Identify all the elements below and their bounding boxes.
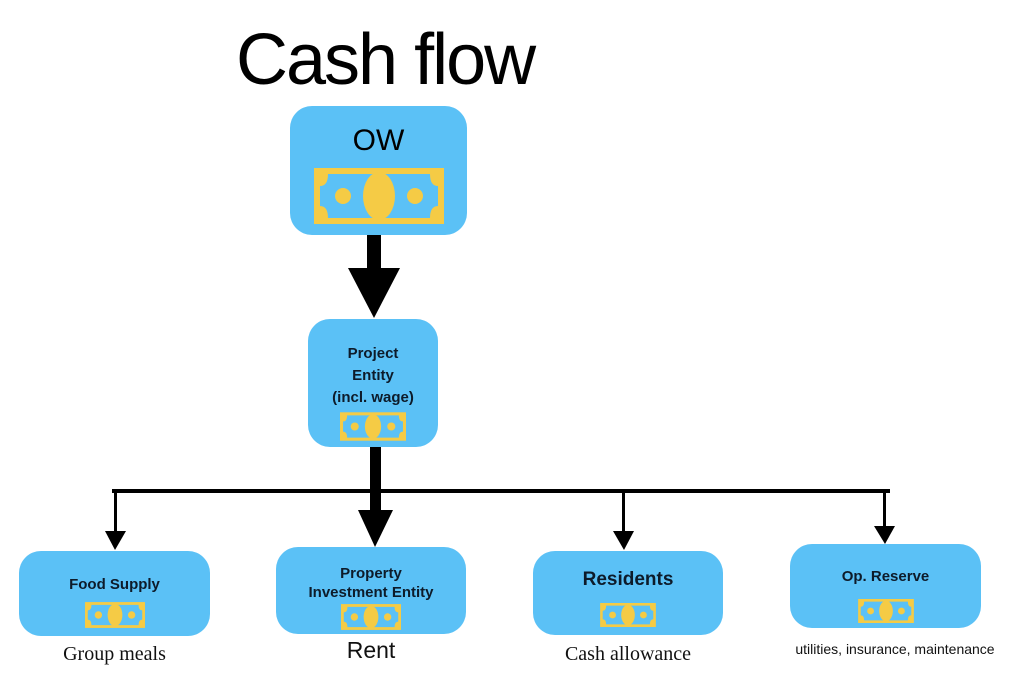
money-bill-icon	[314, 168, 444, 224]
money-bill-icon	[341, 604, 401, 630]
node-property-investment-entity[interactable]: Property Investment Entity	[276, 547, 466, 634]
node-food-label: Food Supply	[69, 576, 160, 593]
arrow-project-food-head	[105, 531, 126, 550]
money-bill-icon	[600, 603, 656, 627]
arrow-ow-project-head	[348, 268, 400, 318]
node-property-label-line2: Investment Entity	[308, 584, 434, 601]
node-residents-label: Residents	[582, 569, 674, 590]
money-bill-icon	[85, 602, 145, 628]
node-project-label-line2: Entity	[352, 367, 394, 384]
arrow-project-reserve-head	[874, 526, 895, 544]
arrow-ow-project-shaft	[367, 235, 381, 269]
node-project-label-line3: (incl. wage)	[332, 389, 414, 406]
money-bill-icon	[340, 412, 406, 441]
arrow-project-food-shaft	[114, 491, 117, 533]
arrow-project-property-head	[358, 510, 393, 547]
arrow-project-reserve-shaft	[883, 491, 886, 528]
node-ow-label: OW	[352, 124, 405, 157]
money-bill-icon	[858, 599, 914, 623]
node-project-entity[interactable]: Project Entity (incl. wage)	[308, 319, 438, 447]
caption-residents: Cash allowance	[564, 643, 692, 665]
arrow-project-residents-shaft	[622, 491, 625, 533]
node-ow[interactable]: OW	[290, 106, 467, 235]
node-project-label-line1: Project	[347, 345, 399, 362]
caption-property: Rent	[346, 637, 396, 663]
node-reserve-label: Op. Reserve	[841, 568, 930, 585]
arrow-project-residents-head	[613, 531, 634, 550]
caption-reserve: utilities, insurance, maintenance	[795, 641, 995, 657]
node-property-label-line1: Property	[340, 565, 402, 582]
node-food-supply[interactable]: Food Supply	[19, 551, 210, 636]
node-residents[interactable]: Residents	[533, 551, 723, 635]
arrow-project-property-shaft	[370, 447, 381, 512]
caption-food: Group meals	[63, 643, 166, 665]
node-op-reserve[interactable]: Op. Reserve	[790, 544, 981, 628]
distribution-bus-line	[112, 489, 890, 493]
diagram-title: Cash flow	[236, 20, 536, 100]
